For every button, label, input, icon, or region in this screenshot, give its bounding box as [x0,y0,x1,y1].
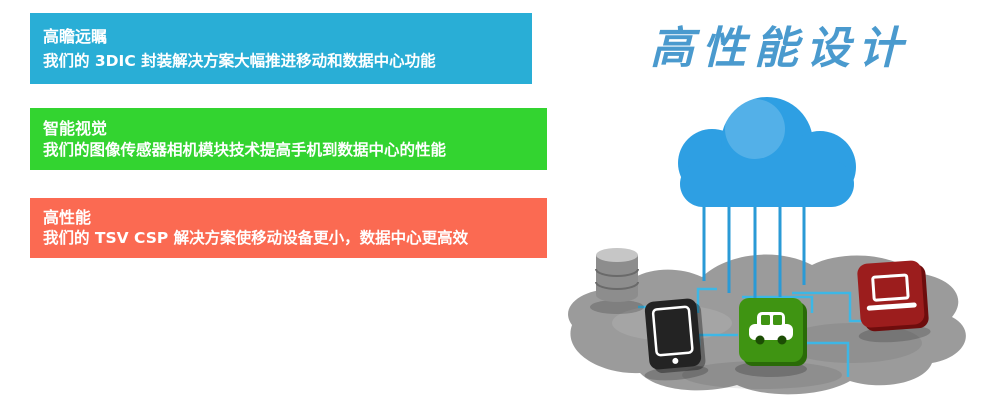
tablet-icon [644,298,709,381]
banner-title: 高性能 [43,208,92,228]
headline: 高性能设计 [650,23,910,74]
database-icon [590,248,644,314]
laptop-icon [857,260,931,343]
cloud-icon [678,97,856,207]
banner-high-performance: 高性能 我们的 TSV CSP 解决方案使移动设备更小，数据中心更高效 [30,198,547,258]
banner-title: 高瞻远瞩 [43,26,108,46]
cloud-devices-illustration [568,97,966,395]
banner-smart-vision: 智能视觉 我们的图像传感器相机模块技术提高手机到数据中心的性能 [30,108,547,170]
car-icon [735,298,807,377]
banner-description: 我们的 TSV CSP 解决方案使移动设备更小，数据中心更高效 [43,229,469,248]
banner-foresight: 高瞻远瞩 我们的 3DIC 封装解决方案大幅推进移动和数据中心功能 [30,13,532,84]
banner-description: 我们的 3DIC 封装解决方案大幅推进移动和数据中心功能 [43,51,436,70]
banner-description: 我们的图像传感器相机模块技术提高手机到数据中心的性能 [43,140,447,159]
banner-title: 智能视觉 [43,118,108,138]
